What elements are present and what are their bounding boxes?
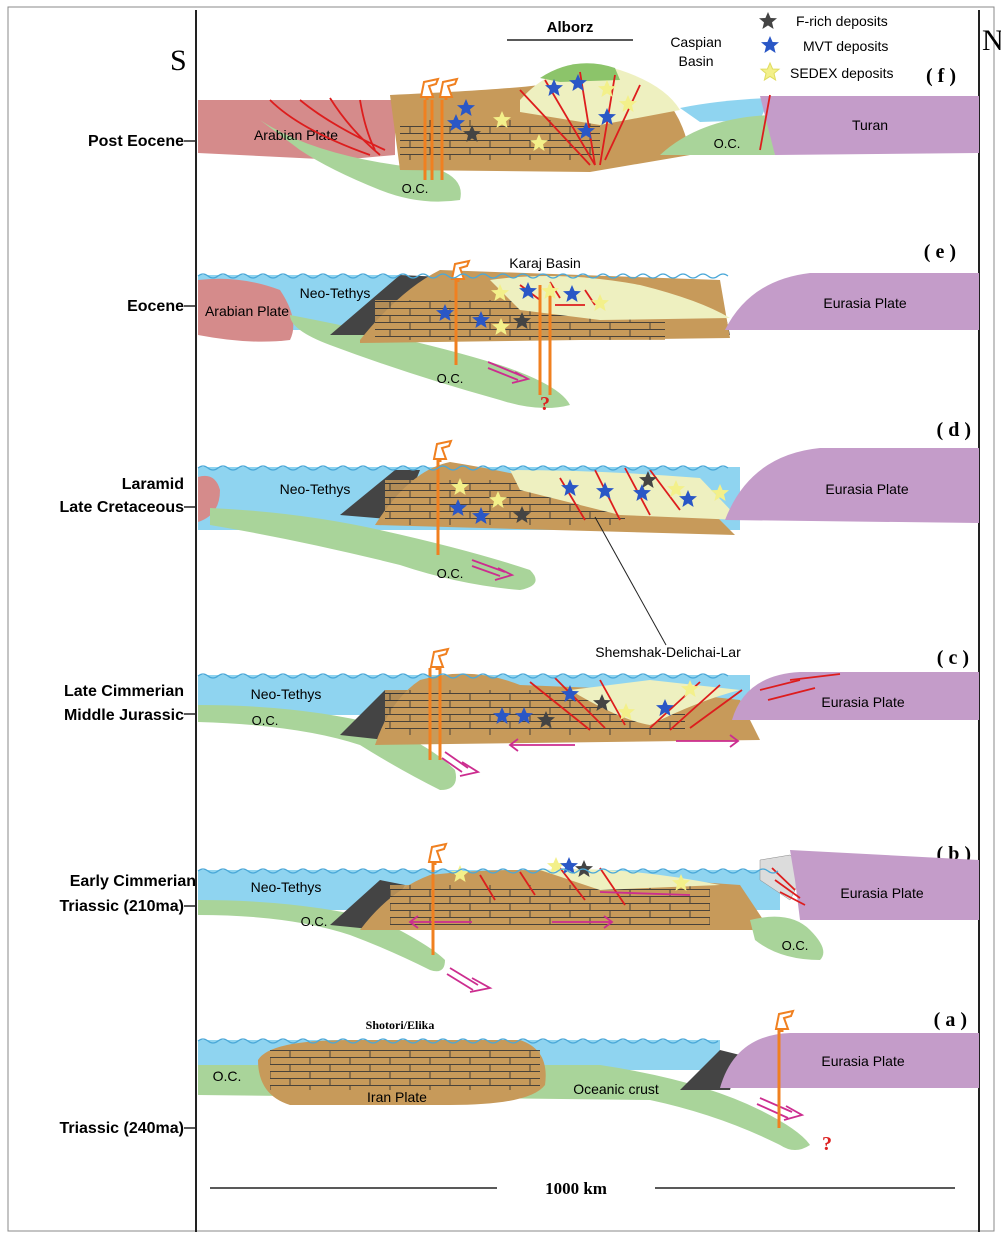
neo-tethys-label-c: Neo-Tethys <box>251 686 322 702</box>
oceanic-crust-label: Oceanic crust <box>573 1081 659 1097</box>
scale-bar-label: 1000 km <box>545 1179 607 1198</box>
shotori-label: Shotori/Elika <box>366 1018 435 1032</box>
panel-tag-c: ( c ) <box>937 647 969 669</box>
era-label-d1: Laramid <box>122 476 184 493</box>
era-label-e: Eocene <box>127 298 184 315</box>
eurasia-label-c: Eurasia Plate <box>821 694 904 710</box>
era-label-f: Post Eocene <box>88 133 184 150</box>
panel-tag-f: ( f ) <box>926 65 956 87</box>
era-label-c1: Late Cimmerian <box>64 683 184 700</box>
oc-label-f2: O.C. <box>714 136 741 151</box>
panel-tag-a: ( a ) <box>934 1009 967 1031</box>
oc-label-b2: O.C. <box>782 938 809 953</box>
eurasia-label-b: Eurasia Plate <box>840 885 923 901</box>
legend: F-rich deposits MVT deposits SEDEX depos… <box>759 12 894 81</box>
arabian-plate-label-e: Arabian Plate <box>205 303 289 319</box>
era-label-c2: Middle Jurassic <box>64 707 184 724</box>
south-label: S <box>170 44 187 77</box>
shemshak-leader-line <box>595 517 666 645</box>
scale-bar: 1000 km <box>210 1179 955 1198</box>
question-mark-a: ? <box>822 1133 832 1155</box>
panel-c: ( c ) Late Cimmerian Middle Jurassic She… <box>64 644 979 790</box>
question-mark-e: ? <box>540 393 550 415</box>
panel-b: ( b ) Early Cimmerian Triassic (210ma) N… <box>59 843 979 992</box>
eurasia-label-a: Eurasia Plate <box>821 1053 904 1069</box>
turan-label-f: Turan <box>852 117 888 133</box>
oc-label-c: O.C. <box>252 713 279 728</box>
panel-d: ( d ) Laramid Late Cretaceous Neo-Tethys… <box>60 419 980 645</box>
neo-tethys-label-d: Neo-Tethys <box>280 481 351 497</box>
arabian-plate-label-f: Arabian Plate <box>254 127 338 143</box>
eurasia-label-d: Eurasia Plate <box>825 481 908 497</box>
era-label-b2: Triassic (210ma) <box>59 898 184 915</box>
north-label: N <box>982 24 1001 57</box>
panel-f: ( f ) Post Eocene Arabian Plate Turan O.… <box>88 63 979 201</box>
oc-label-e: O.C. <box>437 371 464 386</box>
karaj-basin-label: Karaj Basin <box>509 255 581 271</box>
legend-sedex-label: SEDEX deposits <box>790 65 894 81</box>
eurasia-label-e: Eurasia Plate <box>823 295 906 311</box>
legend-mvt-star <box>761 36 779 53</box>
oc-label-a: O.C. <box>213 1068 242 1084</box>
oc-label-f: O.C. <box>402 181 429 196</box>
legend-sedex-star <box>761 63 779 80</box>
neo-tethys-label-e: Neo-Tethys <box>300 285 371 301</box>
legend-frich-star <box>759 12 777 29</box>
legend-mvt-label: MVT deposits <box>803 38 888 54</box>
era-label-b1: Early Cimmerian <box>70 873 196 890</box>
oc-label-b: O.C. <box>301 914 328 929</box>
era-label-d2: Late Cretaceous <box>60 499 185 516</box>
panel-e: ( e ) Eocene Arabian Plate Neo-Tethys Ka… <box>127 241 979 415</box>
caspian-label-2: Basin <box>678 53 713 69</box>
era-label-a: Triassic (240ma) <box>59 1120 184 1137</box>
legend-frich-label: F-rich deposits <box>796 13 888 29</box>
panel-tag-d: ( d ) <box>937 419 971 441</box>
alborz-label: Alborz <box>547 19 594 36</box>
neo-tethys-label-b: Neo-Tethys <box>251 879 322 895</box>
iran-plate-label: Iran Plate <box>367 1089 427 1105</box>
oc-label-d: O.C. <box>437 566 464 581</box>
caspian-label-1: Caspian <box>670 34 721 50</box>
panel-tag-e: ( e ) <box>924 241 956 263</box>
shemshak-label: Shemshak-Delichai-Lar <box>595 644 741 660</box>
panel-a: ( a ) Triassic (240ma) Shotori/Elika O.C… <box>59 1009 979 1155</box>
